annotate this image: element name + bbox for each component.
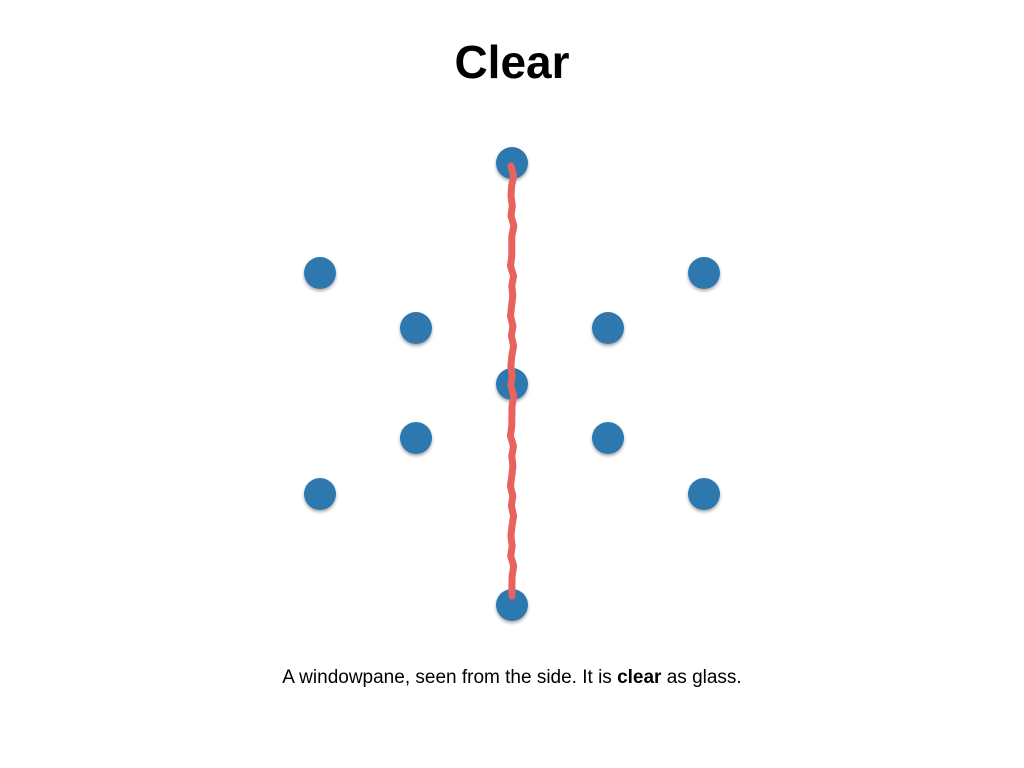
light-dot [304,257,336,289]
caption-text-before: A windowpane, seen from the side. It is [282,667,618,688]
caption-emphasis: clear [617,667,662,688]
light-dot [688,257,720,289]
light-dots [304,147,720,621]
light-dot [592,312,624,344]
light-dot [400,422,432,454]
light-dot [592,422,624,454]
slide-caption: A windowpane, seen from the side. It is … [0,665,1024,691]
light-dot [400,312,432,344]
windowpane-line [506,162,518,600]
light-dot [304,478,336,510]
slide-title: Clear [454,36,570,88]
caption-text-after: as glass. [661,667,742,688]
light-dot [496,589,528,621]
light-dot [688,478,720,510]
